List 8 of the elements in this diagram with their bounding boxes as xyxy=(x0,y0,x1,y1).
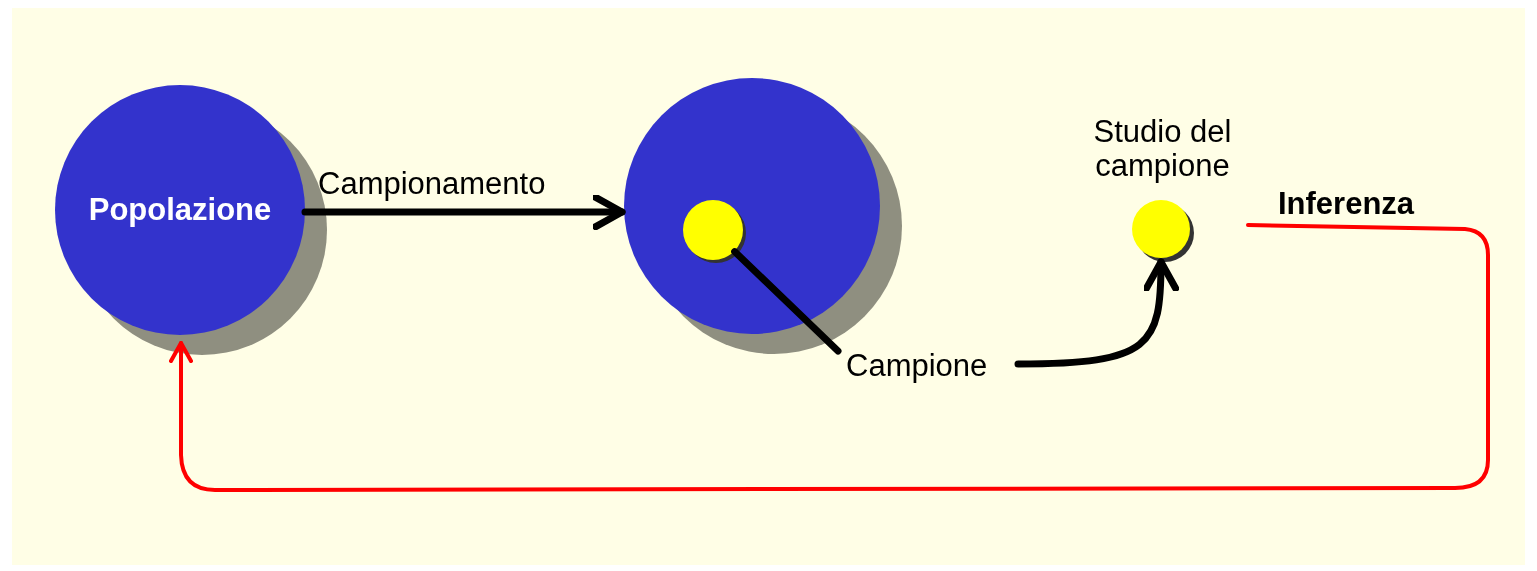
node-label: Studio del campione xyxy=(1092,115,1233,183)
arrow xyxy=(1014,258,1179,368)
arrow xyxy=(169,223,1490,492)
edge-label: Campionamento xyxy=(318,166,546,202)
edge-label: Inferenza xyxy=(1278,186,1415,222)
node-label: Campione xyxy=(846,345,1018,387)
arrow xyxy=(301,193,626,231)
sample-circle xyxy=(683,200,743,260)
